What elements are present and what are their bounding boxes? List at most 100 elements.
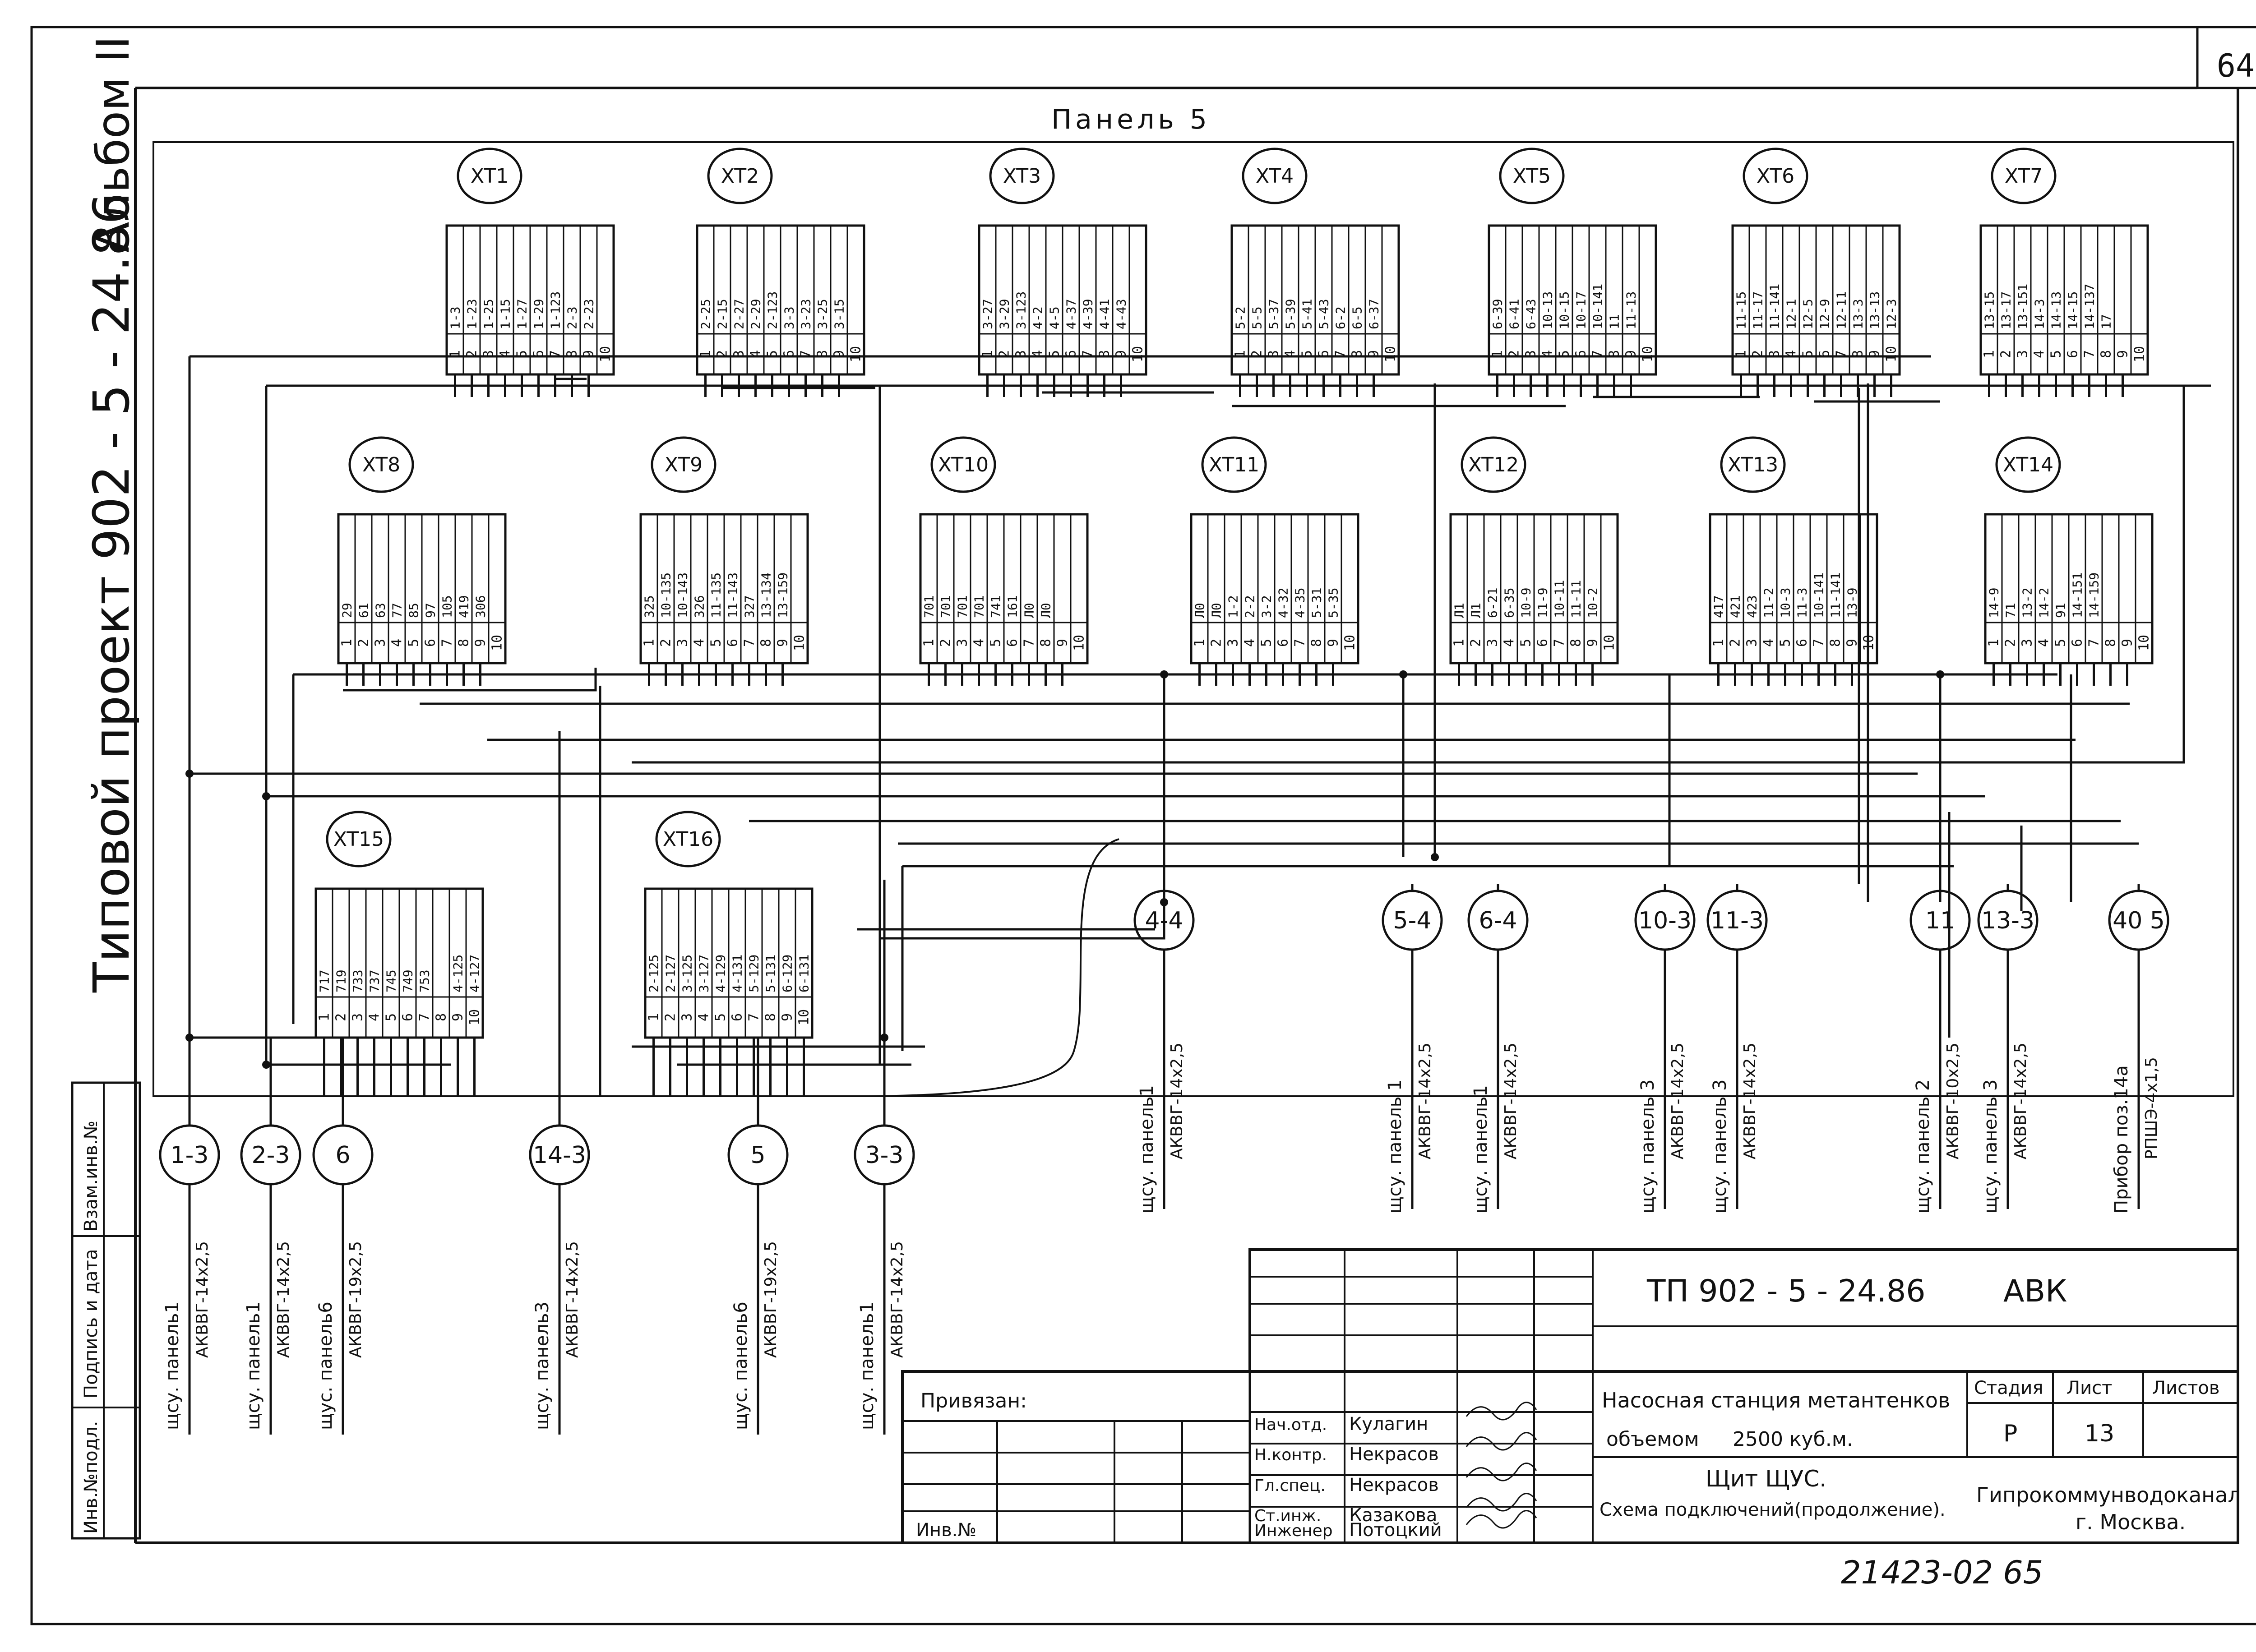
terminal-label: 11-15 bbox=[1734, 291, 1749, 329]
terminal-number: 9 bbox=[780, 1013, 795, 1021]
terminal-number: 8 bbox=[763, 1013, 779, 1021]
terminal-label: 326 bbox=[692, 595, 707, 618]
terminal-label: 10-3 bbox=[1778, 588, 1793, 618]
terminal-block-xt13: XT13141724213423411-2510-3611-3710-14181… bbox=[1709, 436, 1878, 686]
terminal-number: 9 bbox=[2120, 639, 2136, 647]
left-stamp: Взам.инв.№ Подпись и дата Инв.№подл. bbox=[71, 1081, 141, 1540]
terminal-label: 11 bbox=[1607, 314, 1622, 329]
terminal-label: 2-25 bbox=[698, 299, 713, 329]
terminal-number: 5 bbox=[708, 639, 724, 647]
terminal-label: 4-5 bbox=[1047, 306, 1062, 329]
terminal-number: 4 bbox=[696, 1013, 712, 1021]
terminal-label: 10-141 bbox=[1590, 284, 1605, 329]
terminal-label: Л1 bbox=[1452, 603, 1467, 618]
node-id: 6 bbox=[335, 1142, 350, 1169]
terminal-number: 10 bbox=[1602, 635, 1618, 651]
terminal-label: 4-131 bbox=[730, 955, 745, 992]
node-panel: щсу. панель1 bbox=[162, 1301, 183, 1430]
terminal-number: 4 bbox=[2032, 350, 2048, 358]
terminal-label: 161 bbox=[1005, 595, 1020, 618]
node-panel: щус. панель6 bbox=[730, 1301, 751, 1430]
terminal-label: 11-11 bbox=[1569, 580, 1584, 618]
terminal-label: 5-2 bbox=[1233, 306, 1248, 329]
terminal-label: 10-17 bbox=[1574, 291, 1589, 329]
terminal-label: 71 bbox=[2003, 603, 2018, 618]
terminal-number: 3 bbox=[373, 639, 388, 647]
block-label-circle bbox=[1499, 148, 1565, 204]
terminal-label: 14-15 bbox=[2066, 291, 2080, 329]
terminal-block-xt2: XT212-2522-1532-2742-2952-12363-373-2383… bbox=[696, 148, 865, 397]
terminal-number: 7 bbox=[2086, 639, 2102, 647]
terminal-label: 97 bbox=[423, 603, 438, 618]
signature bbox=[1465, 1510, 1537, 1529]
node-id: 13-3 bbox=[1981, 907, 2034, 934]
terminal-number: 7 bbox=[417, 1013, 433, 1021]
block-label-circle bbox=[1461, 436, 1526, 493]
tb-org1: Гипрокоммунводоканал bbox=[1976, 1483, 2241, 1507]
terminal-number: 4 bbox=[1242, 639, 1258, 647]
terminal-number: 3 bbox=[1225, 639, 1241, 647]
terminal-number: 1 bbox=[646, 1013, 662, 1021]
terminal-label: 306 bbox=[473, 595, 488, 618]
terminal-label: 2-15 bbox=[715, 299, 730, 329]
terminal-label: 91 bbox=[2053, 603, 2068, 618]
terminal-number: 3 bbox=[680, 1013, 695, 1021]
stamp-vzam-inv: Взам.инв.№ bbox=[81, 1121, 102, 1232]
terminal-label: 419 bbox=[457, 595, 472, 618]
terminal-number: 6 bbox=[730, 1013, 745, 1021]
node-cable-type: АКВВГ-14х2,5 bbox=[1502, 1043, 1520, 1159]
panel-5-frame bbox=[153, 141, 2234, 1097]
block-label: XT6 bbox=[1757, 165, 1794, 188]
terminal-number: 5 bbox=[384, 1013, 399, 1021]
terminal-number: 4 bbox=[971, 639, 987, 647]
terminal-number: 9 bbox=[775, 639, 791, 647]
terminal-label: 733 bbox=[351, 969, 365, 992]
node-cable-type: АКВВГ-14х2,5 bbox=[2011, 1043, 2030, 1159]
terminal-label: 13-13 bbox=[1868, 291, 1882, 329]
terminal-label: 3-27 bbox=[980, 299, 995, 329]
block-label: XT13 bbox=[1728, 453, 1778, 476]
terminal-label: 4-43 bbox=[1114, 299, 1129, 329]
node-id: 2-3 bbox=[252, 1142, 290, 1169]
block-label: XT15 bbox=[333, 828, 384, 851]
terminal-label: 13-151 bbox=[2016, 284, 2030, 329]
terminal-label: 10-143 bbox=[675, 572, 690, 618]
terminal-label: 14-13 bbox=[2049, 291, 2064, 329]
terminal-number: 9 bbox=[2115, 350, 2131, 358]
terminal-label: 6-129 bbox=[780, 955, 795, 992]
terminal-number: 6 bbox=[725, 639, 741, 647]
terminal-label: 12-5 bbox=[1801, 299, 1816, 329]
block-label: XT5 bbox=[1513, 165, 1551, 188]
terminal-label: 417 bbox=[1711, 595, 1726, 618]
block-label-circle bbox=[707, 148, 773, 204]
tb-role: Гл.спец. bbox=[1254, 1477, 1326, 1495]
signature bbox=[1465, 1463, 1537, 1481]
terminal-label: 13-2 bbox=[2020, 588, 2035, 618]
terminal-label: 11-2 bbox=[1761, 588, 1776, 618]
terminal-number: 9 bbox=[450, 1013, 466, 1021]
terminal-label: 6-37 bbox=[1367, 299, 1382, 329]
terminal-label: 14-2 bbox=[2037, 588, 2052, 618]
terminal-number: 10 bbox=[467, 1009, 483, 1025]
terminal-number: 3 bbox=[2015, 350, 2031, 358]
terminal-number: 6 bbox=[2065, 350, 2081, 358]
junction-dot bbox=[1936, 670, 1944, 678]
terminal-number: 8 bbox=[758, 639, 774, 647]
node-panel: щсу. панель 3 bbox=[1637, 1080, 1658, 1214]
bus-wire bbox=[343, 668, 597, 692]
terminal-label: 14-3 bbox=[2032, 299, 2047, 329]
terminal-number: 1 bbox=[642, 639, 657, 647]
sheet-border bbox=[30, 26, 2256, 1625]
terminal-label: 11-17 bbox=[1751, 291, 1766, 329]
terminal-label: 3-25 bbox=[815, 299, 830, 329]
terminal-number: 7 bbox=[746, 1013, 762, 1021]
terminal-label: 10-2 bbox=[1586, 588, 1600, 618]
bottom-code: 21423-02 65 bbox=[1841, 1554, 2043, 1591]
terminal-label: 6-35 bbox=[1502, 588, 1517, 618]
junction-dot bbox=[1399, 670, 1407, 678]
terminal-number: 1 bbox=[921, 639, 937, 647]
